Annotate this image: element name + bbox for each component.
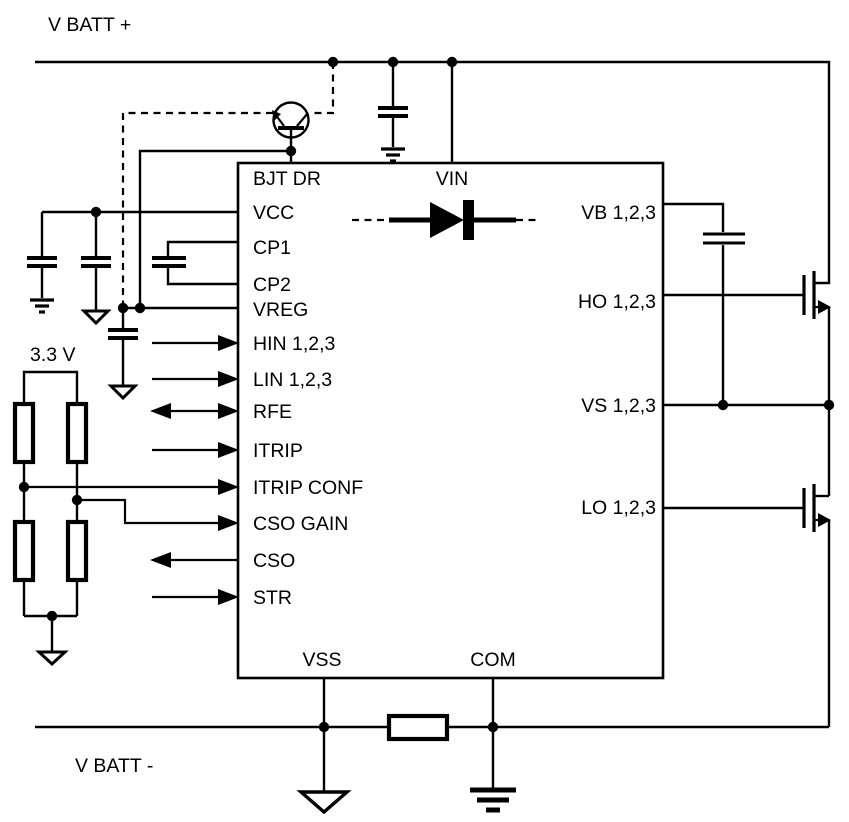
capacitor-icon [108,308,138,385]
resistor-icon [65,401,89,465]
vreg-net [107,302,238,401]
capacitor-icon [81,212,111,310]
dashed-wire-right [309,62,335,115]
pin-label-bjt-dr: BJT DR [253,168,321,190]
pin-label-vss: VSS [302,649,341,671]
low-side-stage [663,405,831,727]
pin-label-lin: LIN 1,2,3 [253,369,332,391]
earth-ground-icon [30,298,54,314]
dashed-wire-left [121,111,273,308]
diode-icon [352,200,541,240]
arrow-right-icon [218,479,239,495]
gate-driver-ic-body [236,161,665,680]
pin-label-vreg: VREG [253,299,308,321]
resistor-divider-network [12,370,89,667]
pin-label-vcc: VCC [253,202,294,224]
pin-label-cso: CSO [253,550,295,572]
junction-dot [285,145,297,157]
arrow-right-icon [218,371,239,387]
mosfet-high-side-icon [802,271,831,319]
signal-arrows [24,335,239,605]
arrow-right-icon [218,335,239,351]
bjt-dashed-net [121,62,335,308]
capacitor-icon [703,232,745,245]
pin-label-hin: HIN 1,2,3 [253,333,335,355]
pin-label-vb: VB 1,2,3 [581,202,656,224]
pin-label-cso-gain: CSO GAIN [253,513,348,535]
vbatt-minus-rail [35,713,829,742]
pin-label-vs: VS 1,2,3 [581,395,656,417]
pin-label-com: COM [470,649,516,671]
signal-ground-icon [107,384,139,401]
vin-branch [378,62,454,164]
ic-pin-labels: BJT DR VCC CP1 CP2 VREG HIN 1,2,3 LIN 1,… [253,168,656,671]
signal-ground-icon [35,650,69,667]
resistor-icon [12,401,36,465]
pin-label-cp2: CP2 [253,274,291,296]
charge-pump-net [152,240,238,286]
earth-ground-icon [381,147,405,163]
vss-ground-net [296,678,352,815]
resistor-icon [12,519,36,583]
bjt-to-vreg-wire [138,149,291,308]
vcc-net [27,206,238,326]
capacitor-icon [152,256,186,268]
earth-ground-icon [470,787,516,813]
cso-gain-wire [77,498,219,525]
bjt-emitter-net [138,145,297,308]
logic-supply-wire [22,370,79,404]
pin-label-itrip: ITRIP [253,440,303,462]
signal-ground-icon [296,790,352,815]
pin-label-cp1: CP1 [253,237,291,259]
capacitor-icon [378,62,408,147]
vbatt-plus-wire [35,60,831,285]
junction-dot [717,399,729,411]
arrow-right-icon [218,403,239,419]
signal-ground-icon [80,309,112,326]
shunt-resistor-icon [386,713,450,742]
pin-label-lo: LO 1,2,3 [581,497,656,519]
vs-net [663,399,835,411]
high-side-stage [663,271,831,405]
cp1-wire [166,240,238,256]
pin-label-rfe: RFE [253,401,292,423]
arrow-right-icon [218,589,239,605]
arrow-left-icon [150,552,171,568]
pin-label-ho: HO 1,2,3 [578,291,656,313]
mosfet-low-side-icon [802,484,831,532]
junction-dot [134,302,146,314]
cp2-wire [166,268,238,286]
arrow-right-icon [218,515,239,531]
pin-label-str: STR [253,587,292,609]
resistor-icon [65,519,89,583]
bootstrap-net [663,202,745,405]
arrow-right-icon [218,442,239,458]
bottom-tie-wire [22,580,79,618]
pin-label-vin: VIN [436,168,469,190]
com-ground-net [470,678,516,813]
logic-supply-label: 3.3 V [30,344,76,366]
arrow-left-icon [150,403,171,419]
capacitor-icon [27,212,57,298]
vb-wire [663,202,725,232]
vbatt-plus-label: V BATT + [48,14,131,36]
pin-label-itrip-conf: ITRIP CONF [253,477,363,499]
vbatt-minus-label: V BATT - [75,755,153,777]
